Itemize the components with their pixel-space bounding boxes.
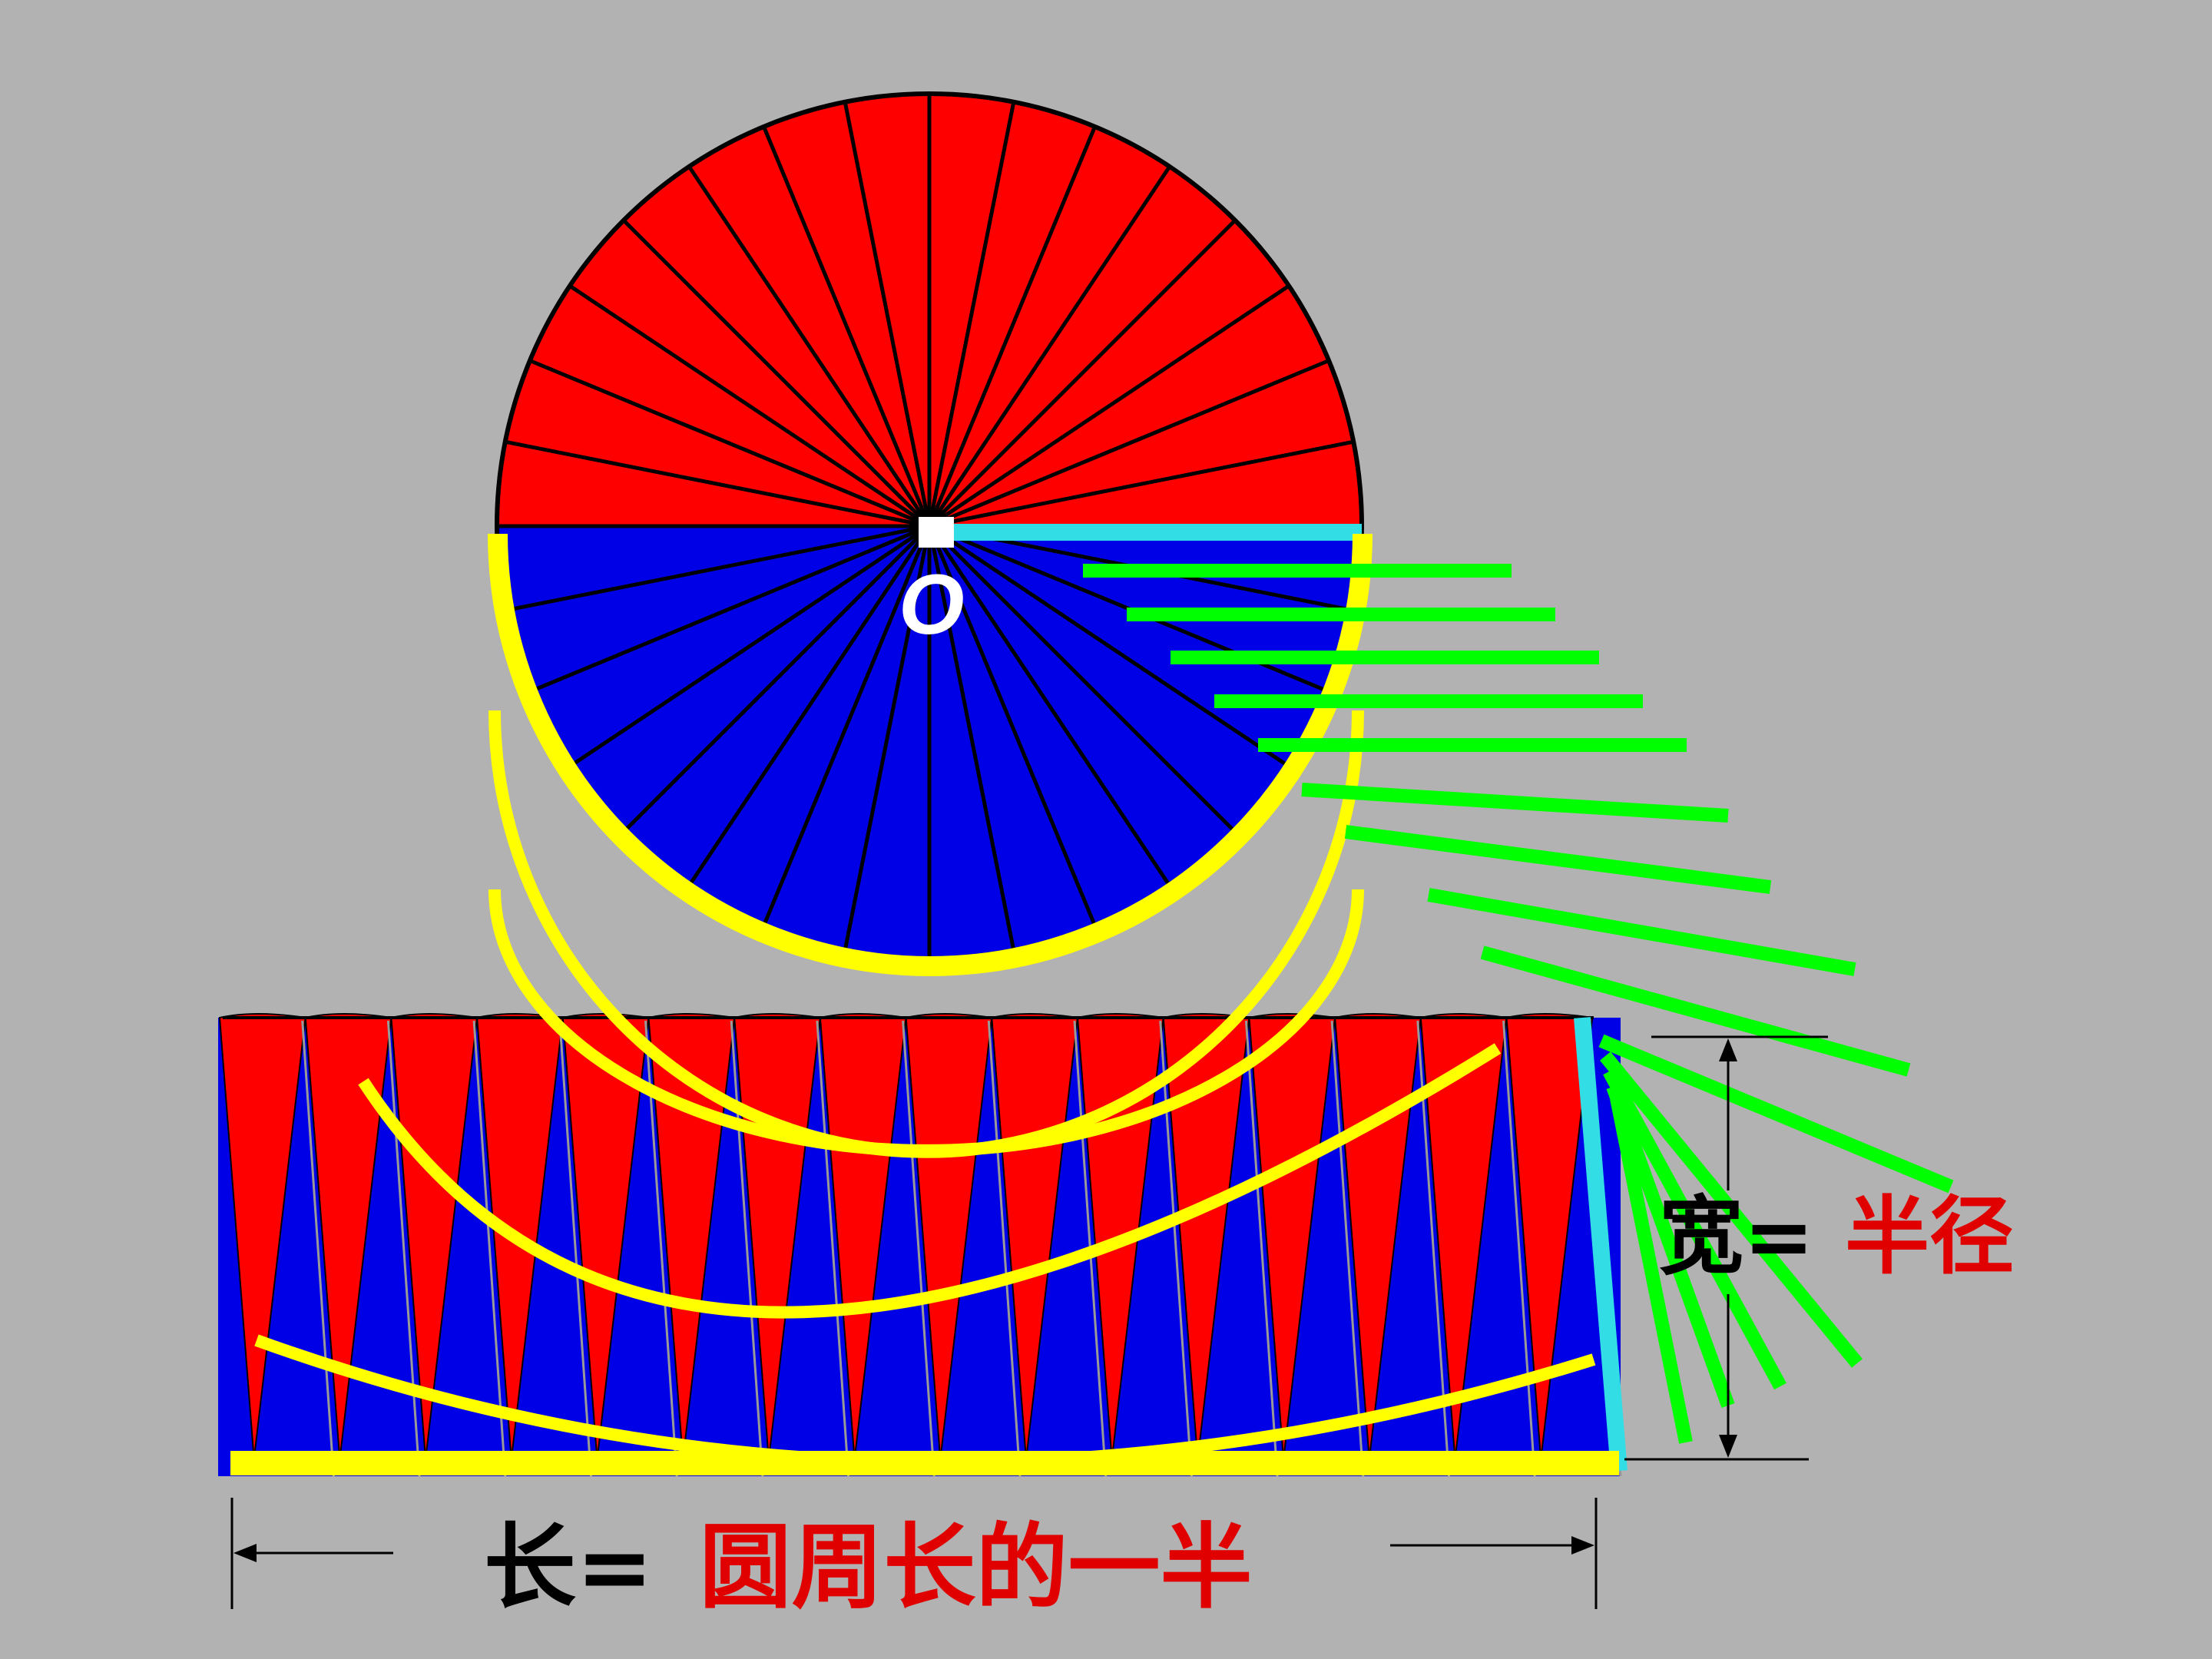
- length-arrowhead-left: [233, 1544, 257, 1562]
- sector-divider: [987, 1020, 1022, 1477]
- sector-divider: [1244, 1020, 1279, 1477]
- sector-line: [505, 439, 930, 528]
- sector-divider: [1159, 1020, 1193, 1477]
- sector-line: [928, 525, 1237, 833]
- sector-divider: [1330, 1020, 1365, 1477]
- length-label-prefix: 长=: [484, 1515, 654, 1621]
- sector-line: [927, 101, 1016, 527]
- length-arrowhead-right: [1571, 1536, 1594, 1555]
- sector-line: [927, 125, 1097, 527]
- sector-line: [928, 219, 1237, 528]
- sector-divider: [730, 1020, 764, 1477]
- sector-line: [528, 524, 930, 694]
- radius-guide-line: [1480, 945, 1911, 1077]
- sector-line: [568, 524, 931, 768]
- radius-guide-line: [1610, 1097, 1693, 1444]
- radius-guide-line: [1301, 783, 1729, 823]
- sector-line: [528, 359, 930, 528]
- sector-line: [928, 284, 1290, 528]
- arc-step-2: [488, 889, 1364, 1157]
- sector-line: [927, 525, 1171, 887]
- sector-line: [762, 525, 932, 927]
- center-label: O: [899, 558, 965, 652]
- sector-line: [505, 524, 930, 613]
- width-label: 宽= 半径: [1659, 1187, 2014, 1286]
- sector-divider: [301, 1020, 335, 1477]
- sector-line: [622, 525, 931, 833]
- sector-line: [568, 284, 931, 528]
- radius-guide-line: [1427, 888, 1856, 976]
- sector-divider: [902, 1020, 935, 1477]
- sector-divider: [386, 1020, 421, 1477]
- sector-line: [687, 525, 932, 887]
- radius-guide-line: [1598, 1034, 1954, 1194]
- sector-line: [927, 525, 1097, 927]
- sector-line: [843, 525, 932, 951]
- sector-divider: [472, 1020, 507, 1477]
- radius-guide-line: [1344, 825, 1772, 894]
- center-point: [919, 517, 954, 548]
- radius-guide-line: [1603, 1068, 1786, 1390]
- circle: O: [495, 91, 1364, 961]
- sector-line: [929, 359, 1330, 528]
- length-label-value: 圆周长的一半: [700, 1515, 1253, 1621]
- circle-sector-lines: [497, 94, 1362, 959]
- arc-step-3: [358, 1043, 1502, 1319]
- length-dimension: 长= 圆周长的一半: [230, 1498, 1598, 1621]
- length-label: 长= 圆周长的一半: [484, 1515, 1253, 1621]
- sector-line: [928, 524, 1290, 768]
- sector-line: [929, 439, 1354, 528]
- radius-rotation-guides: [1083, 564, 1954, 1444]
- sector-divider: [558, 1020, 592, 1477]
- sector-line: [622, 219, 931, 528]
- sector-line: [687, 165, 932, 528]
- sector-divider: [816, 1020, 850, 1477]
- sector-divider: [1502, 1020, 1536, 1477]
- sector-line: [843, 101, 932, 527]
- sector-line: [762, 125, 932, 527]
- width-label-prefix: 宽=: [1659, 1187, 1814, 1286]
- rectangle-width-line: [1574, 1017, 1628, 1472]
- sector-line: [927, 525, 1016, 951]
- width-label-value: 半径: [1845, 1187, 2014, 1286]
- radius-guide-line: [1600, 1051, 1863, 1368]
- width-arrowhead-up: [1719, 1038, 1737, 1061]
- width-dimension: 宽= 半径: [1624, 1035, 2014, 1461]
- width-arrowhead-down: [1719, 1435, 1737, 1458]
- sector-line: [927, 165, 1171, 528]
